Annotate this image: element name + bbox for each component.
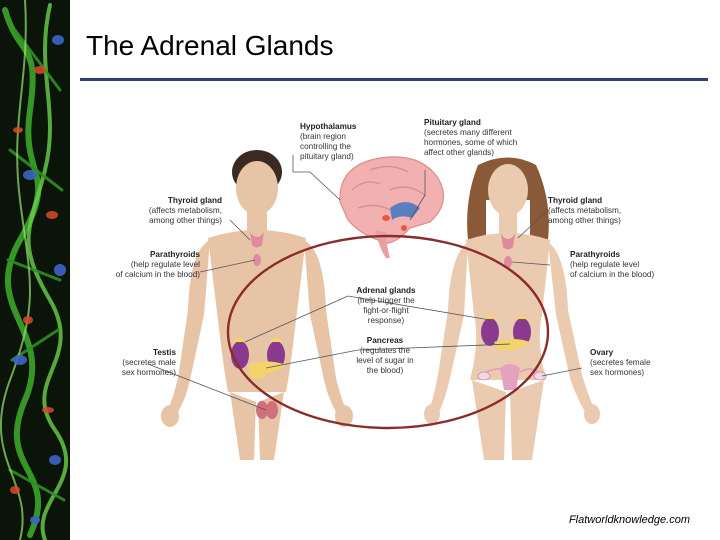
image-credit: Flatworldknowledge.com (568, 514, 690, 526)
label-parathyroids-female: Parathyroids (help regulate level of cal… (570, 250, 655, 279)
highlight-oval (226, 234, 550, 430)
male-parathyroid (253, 254, 261, 266)
label-leader-lines (147, 155, 583, 411)
slide-title: The Adrenal Glands (86, 30, 334, 61)
label-hypothalamus: Hypothalamus (brain region controlling t… (300, 122, 357, 161)
label-testis: Testis (secretes male sex hormones) (121, 348, 176, 377)
endocrine-figure (147, 150, 600, 460)
label-adrenal-glands: Adrenal glands (help trigger the fight-o… (356, 286, 416, 325)
side-image-strip (0, 0, 70, 540)
label-parathyroids-male: Parathyroids (help regulate level of cal… (115, 250, 200, 279)
label-pituitary-gland: Pituitary gland (secretes many different… (424, 118, 518, 157)
cell-micrograph-image (0, 0, 70, 540)
label-thyroid-male: Thyroid gland (affects metabolism, among… (148, 196, 222, 225)
label-thyroid-female: Thyroid gland (affects metabolism, among… (548, 196, 622, 225)
title-underline (80, 78, 708, 81)
female-figure (424, 157, 600, 460)
male-thyroid (250, 232, 264, 248)
brain-illustration (339, 156, 445, 258)
label-pancreas: Pancreas (regulates the level of sugar i… (356, 336, 414, 375)
label-ovary: Ovary (secretes female sex hormones) (590, 348, 651, 377)
endocrine-diagram: Hypothalamus (brain region controlling t… (90, 110, 680, 460)
